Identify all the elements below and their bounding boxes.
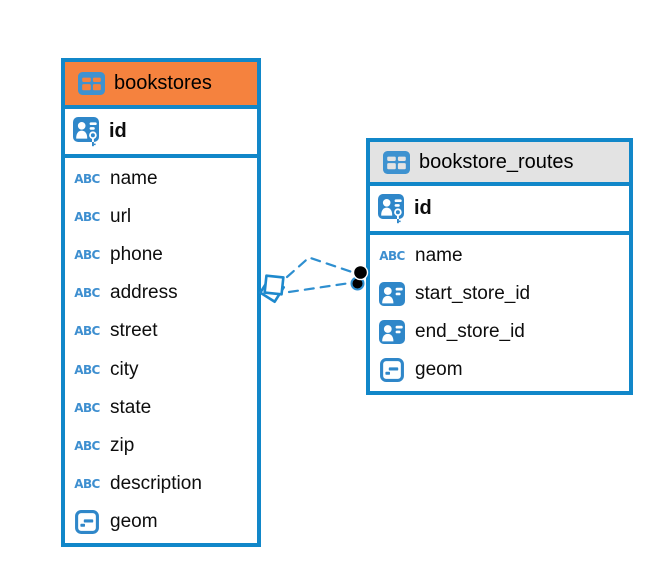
column-list: ABC name start_store_id	[370, 235, 629, 391]
pk-divider	[370, 231, 629, 235]
table-icon	[382, 150, 410, 174]
column-name: street	[110, 320, 158, 342]
column-row[interactable]: ABC street	[65, 312, 257, 351]
column-row[interactable]: ABC address	[65, 274, 257, 313]
text-type-icon: ABC	[74, 438, 100, 453]
text-type-icon: ABC	[74, 324, 100, 339]
text-type-icon: ABC	[74, 400, 100, 415]
column-name: name	[415, 245, 463, 266]
table-node-bookstores[interactable]: bookstores id ABC name ABC url	[61, 58, 261, 547]
text-type-icon: ABC	[74, 248, 100, 263]
column-row[interactable]: ABC name	[370, 237, 629, 275]
column-row[interactable]: ABC city	[65, 350, 257, 389]
text-type-icon: ABC	[74, 172, 100, 187]
column-name: name	[110, 168, 158, 190]
primary-key-icon	[377, 193, 405, 224]
column-name: description	[110, 472, 202, 494]
header-divider	[65, 105, 257, 109]
column-row[interactable]: ABC name	[65, 160, 257, 199]
column-row[interactable]: end_store_id	[370, 313, 629, 351]
column-row[interactable]: geom	[65, 502, 257, 541]
relationship-line	[285, 256, 354, 279]
pk-row[interactable]: id	[65, 109, 257, 154]
text-type-icon: ABC	[74, 476, 100, 491]
column-row[interactable]: start_store_id	[370, 275, 629, 313]
column-name: state	[110, 396, 152, 418]
relationship-line	[287, 281, 352, 294]
column-name: start_store_id	[415, 283, 531, 304]
table-title: bookstores	[114, 72, 212, 94]
table-header[interactable]: bookstore_routes	[370, 142, 629, 182]
column-name: city	[110, 358, 139, 380]
reference-type-icon	[378, 320, 406, 344]
text-type-icon: ABC	[379, 249, 405, 263]
pk-column-name: id	[414, 197, 432, 219]
column-name: geom	[110, 510, 158, 532]
text-type-icon: ABC	[74, 210, 100, 225]
relationship-square-endpoints	[258, 274, 286, 304]
reference-type-icon	[378, 282, 406, 306]
primary-key-icon	[72, 116, 100, 147]
column-name: url	[110, 206, 132, 228]
header-divider	[370, 182, 629, 186]
geometry-type-icon	[73, 509, 101, 534]
column-list: ABC name ABC url ABC phone ABC address A…	[65, 158, 257, 543]
table-node-bookstore-routes[interactable]: bookstore_routes id ABC name	[366, 138, 633, 395]
column-row[interactable]: ABC zip	[65, 426, 257, 465]
table-header[interactable]: bookstores	[65, 62, 257, 105]
column-row[interactable]: ABC phone	[65, 236, 257, 275]
column-row[interactable]: ABC url	[65, 198, 257, 237]
pk-column-name: id	[109, 120, 127, 142]
pk-divider	[65, 154, 257, 158]
pk-row[interactable]: id	[370, 186, 629, 231]
table-title: bookstore_routes	[419, 150, 574, 173]
column-name: zip	[110, 434, 135, 456]
column-name: end_store_id	[415, 321, 525, 342]
geometry-type-icon	[378, 358, 406, 382]
column-name: address	[110, 282, 178, 304]
column-name: phone	[110, 244, 163, 266]
text-type-icon: ABC	[74, 286, 100, 301]
column-row[interactable]: geom	[370, 351, 629, 389]
table-icon	[77, 72, 105, 95]
text-type-icon: ABC	[74, 362, 100, 377]
column-row[interactable]: ABC state	[65, 388, 257, 427]
column-name: geom	[415, 359, 463, 380]
column-row[interactable]: ABC description	[65, 464, 257, 503]
